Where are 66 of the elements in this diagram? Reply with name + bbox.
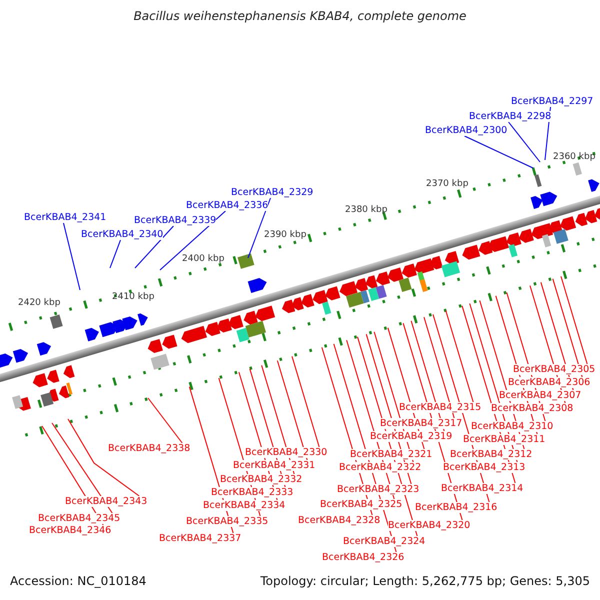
gene-label: BcerKBAB4_2324 (343, 536, 426, 547)
gene-label: BcerKBAB4_2316 (415, 502, 498, 513)
leader-line (560, 276, 588, 364)
gene-label: BcerKBAB4_2313 (443, 462, 526, 473)
gene-label: BcerKBAB4_2343 (65, 496, 148, 507)
gene-label: BcerKBAB4_2308 (491, 403, 574, 414)
leader-line (276, 360, 308, 460)
leader-line (160, 210, 226, 270)
scale-label: 2370 kbp (426, 179, 468, 189)
gene-label: BcerKBAB4_2314 (441, 483, 524, 494)
gene-label: BcerKBAB4_2307 (499, 390, 582, 401)
gene-label: BcerKBAB4_2329 (231, 187, 314, 198)
gene-label: BcerKBAB4_2310 (471, 421, 554, 432)
gene-label: BcerKBAB4_2346 (29, 525, 112, 536)
gene-label: BcerKBAB4_2330 (245, 447, 328, 458)
gene-label: BcerKBAB4_2297 (511, 96, 594, 107)
gene-label: BcerKBAB4_2325 (320, 499, 402, 510)
gene-label: BcerKBAB4_2341 (24, 212, 106, 223)
gene-label: BcerKBAB4_2334 (203, 500, 286, 511)
leader-line (68, 418, 140, 496)
gene-label: BcerKBAB4_2331 (233, 460, 316, 471)
gene-label: BcerKBAB4_2298 (469, 111, 552, 122)
leader-line (424, 316, 455, 418)
leader-line (148, 398, 183, 444)
gene-label: BcerKBAB4_2337 (159, 533, 242, 544)
leader-line (552, 278, 583, 378)
gene-label: BcerKBAB4_2319 (370, 431, 452, 442)
leader-line (292, 356, 320, 448)
gene-label: BcerKBAB4_2305 (513, 364, 596, 375)
gene-label: BcerKBAB4_2311 (463, 434, 546, 445)
gene-label: BcerKBAB4_2338 (108, 443, 190, 454)
leader-line (110, 240, 121, 268)
gene-label: BcerKBAB4_2323 (337, 484, 420, 495)
gene-label: BcerKBAB4_2317 (380, 418, 462, 429)
leader-line (464, 136, 534, 168)
gene-label: BcerKBAB4_2320 (388, 520, 470, 531)
scale-label: 2380 kbp (345, 205, 388, 215)
gene-label: BcerKBAB4_2335 (186, 516, 268, 527)
gene-label: BcerKBAB4_2315 (399, 402, 482, 413)
leader-line (52, 422, 113, 514)
gene-label: BcerKBAB4_2300 (425, 125, 508, 136)
gene-label: BcerKBAB4_2339 (134, 215, 216, 226)
gene-label: BcerKBAB4_2333 (211, 487, 294, 498)
leader-line (63, 222, 80, 290)
scale-label: 2360 kbp (553, 152, 596, 162)
gene-label: BcerKBAB4_2312 (450, 449, 532, 460)
gene-label: BcerKBAB4_2332 (220, 474, 302, 485)
genome-summary: Topology: circular; Length: 5,262,775 bp; Genes: 5,305 (260, 574, 590, 588)
gene-label: BcerKBAB4_2345 (38, 513, 120, 524)
gene-label: BcerKBAB4_2340 (81, 229, 164, 240)
scale-label: 2390 kbp (264, 230, 306, 240)
leader-line (445, 310, 474, 402)
genome-title: Bacillus weihenstephanensis KBAB4, complete genome (132, 9, 468, 23)
gene-label: BcerKBAB4_2326 (322, 552, 404, 563)
accession-text: Accession: NC_010184 (10, 574, 146, 588)
gene-label: BcerKBAB4_2336 (186, 200, 268, 211)
leader-line (508, 122, 540, 162)
leader-line (248, 198, 271, 258)
scale-label: 2420 kbp (18, 298, 60, 308)
gene-label: BcerKBAB4_2306 (508, 377, 590, 388)
gene-label: BcerKBAB4_2321 (350, 449, 432, 460)
scale-label: 2410 kbp (112, 292, 154, 302)
gene-label: BcerKBAB4_2328 (298, 515, 380, 526)
gene-label: BcerKBAB4_2322 (339, 462, 422, 473)
scale-label: 2400 kbp (182, 254, 224, 264)
leader-line (134, 226, 174, 268)
